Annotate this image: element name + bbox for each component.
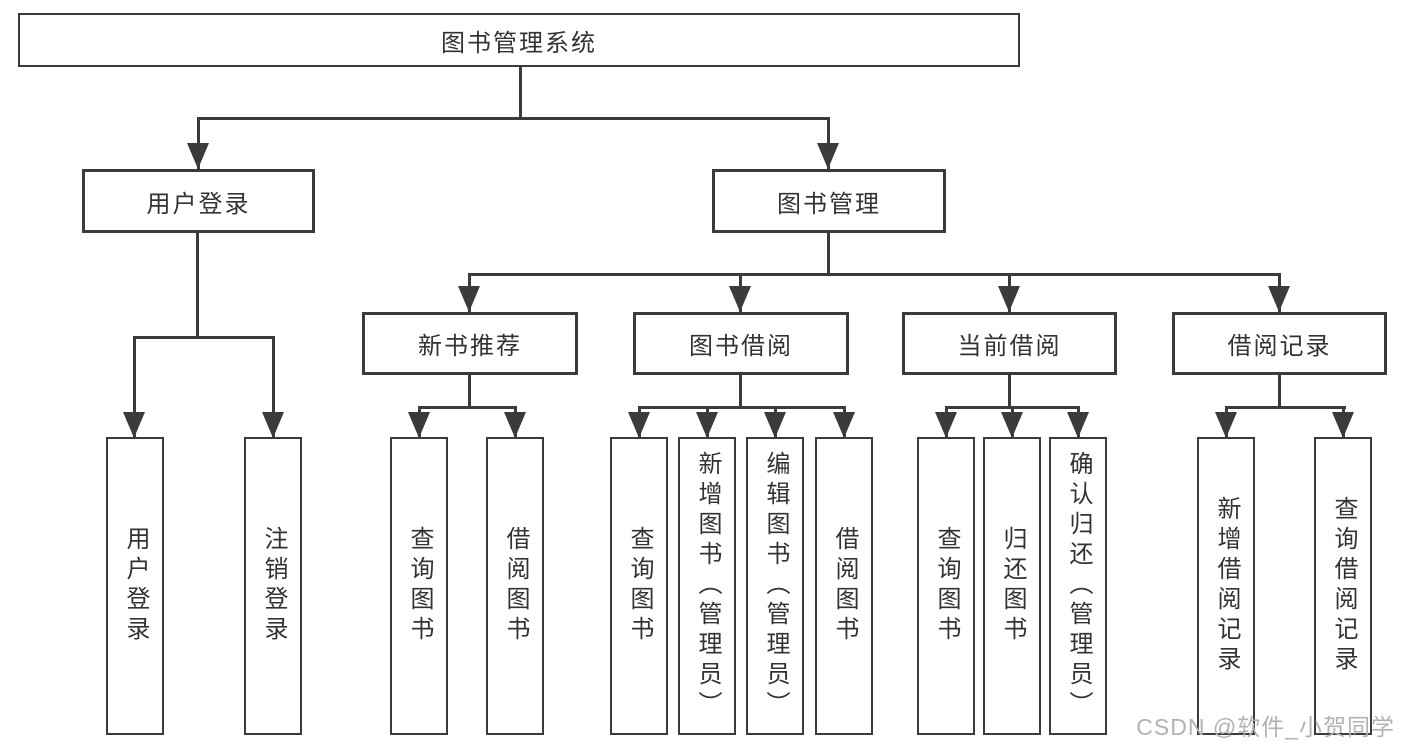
arrow-down (408, 412, 430, 438)
connector-horizontal (1225, 406, 1346, 409)
leaf-add-borrow-record: 新增借阅记录 (1197, 437, 1255, 735)
node-book-management: 图书管理 (712, 169, 946, 233)
leaf-borrow-books: 借阅图书 (486, 437, 544, 735)
node-label: 图书管理系统 (441, 29, 597, 57)
arrow-down (764, 412, 786, 438)
node-borrowing-records: 借阅记录 (1172, 312, 1387, 375)
arrow-down (262, 412, 284, 438)
node-label: 查询借阅记录 (1330, 496, 1357, 676)
connector-horizontal (418, 406, 517, 409)
connector-vertical (519, 67, 522, 119)
leaf-add-book-admin: 新增图书（管理员） (678, 437, 736, 735)
node-label: 编辑图书（管理员） (762, 451, 789, 721)
node-book-borrowing: 图书借阅 (633, 312, 849, 375)
node-label: 新增借阅记录 (1213, 496, 1240, 676)
node-label: 新书推荐 (418, 333, 522, 360)
node-new-book-recommend: 新书推荐 (362, 312, 578, 375)
connector-vertical (272, 336, 275, 438)
arrow-down (504, 412, 526, 438)
node-label: 查询图书 (933, 526, 960, 646)
node-label: 新增图书（管理员） (694, 451, 721, 721)
leaf-logout: 注销登录 (244, 437, 302, 735)
node-label: 确认归还（管理员） (1065, 451, 1092, 721)
leaf-query-borrow-record: 查询借阅记录 (1314, 437, 1372, 735)
node-label: 注销登录 (260, 526, 287, 646)
connector-vertical (1008, 374, 1011, 409)
arrow-down (998, 286, 1020, 312)
arrow-down (123, 412, 145, 438)
connector-vertical (827, 232, 830, 276)
node-label: 借阅图书 (502, 526, 529, 646)
arrow-down (458, 286, 480, 312)
connector-horizontal (468, 273, 1281, 276)
leaf-user-login: 用户登录 (106, 437, 164, 735)
node-label: 查询图书 (406, 526, 433, 646)
connector-vertical (739, 374, 742, 409)
arrow-down (1268, 286, 1290, 312)
leaf-return-book: 归还图书 (983, 437, 1041, 735)
csdn-watermark: CSDN @软件_小贺同学 (1136, 714, 1395, 740)
arrow-down (696, 412, 718, 438)
leaf-query-books-3: 查询图书 (917, 437, 975, 735)
node-label: 当前借阅 (957, 333, 1062, 360)
arrow-down (935, 412, 957, 438)
arrow-down (1215, 412, 1237, 438)
node-label: 归还图书 (999, 526, 1026, 646)
arrow-down (729, 286, 751, 312)
node-label: 查询图书 (626, 526, 653, 646)
connector-vertical (133, 336, 136, 438)
leaf-query-books-2: 查询图书 (610, 437, 668, 735)
node-label: 图书借阅 (689, 333, 793, 360)
arrow-down (1001, 412, 1023, 438)
node-label: 用户登录 (146, 190, 251, 218)
node-user-login: 用户登录 (82, 169, 315, 233)
leaf-edit-book-admin: 编辑图书（管理员） (746, 437, 804, 735)
arrow-down (817, 143, 839, 169)
node-label: 借阅记录 (1227, 333, 1332, 360)
leaf-borrow-books-2: 借阅图书 (815, 437, 873, 735)
arrow-down (187, 143, 209, 169)
connector-vertical (468, 374, 471, 409)
connector-horizontal (638, 406, 846, 409)
node-label: 图书管理 (777, 190, 881, 218)
arrow-down (1067, 412, 1089, 438)
connector-horizontal (133, 336, 275, 339)
connector-vertical (196, 232, 199, 339)
leaf-confirm-return-admin: 确认归还（管理员） (1049, 437, 1107, 735)
leaf-query-books: 查询图书 (390, 437, 448, 735)
arrow-down (628, 412, 650, 438)
arrow-down (833, 412, 855, 438)
node-label: 用户登录 (122, 526, 149, 646)
arrow-down (1332, 412, 1354, 438)
node-label: 借阅图书 (831, 526, 858, 646)
node-current-borrowing: 当前借阅 (902, 312, 1117, 375)
connector-vertical (1278, 374, 1281, 409)
node-library-system: 图书管理系统 (18, 13, 1020, 67)
connector-horizontal (197, 117, 830, 120)
